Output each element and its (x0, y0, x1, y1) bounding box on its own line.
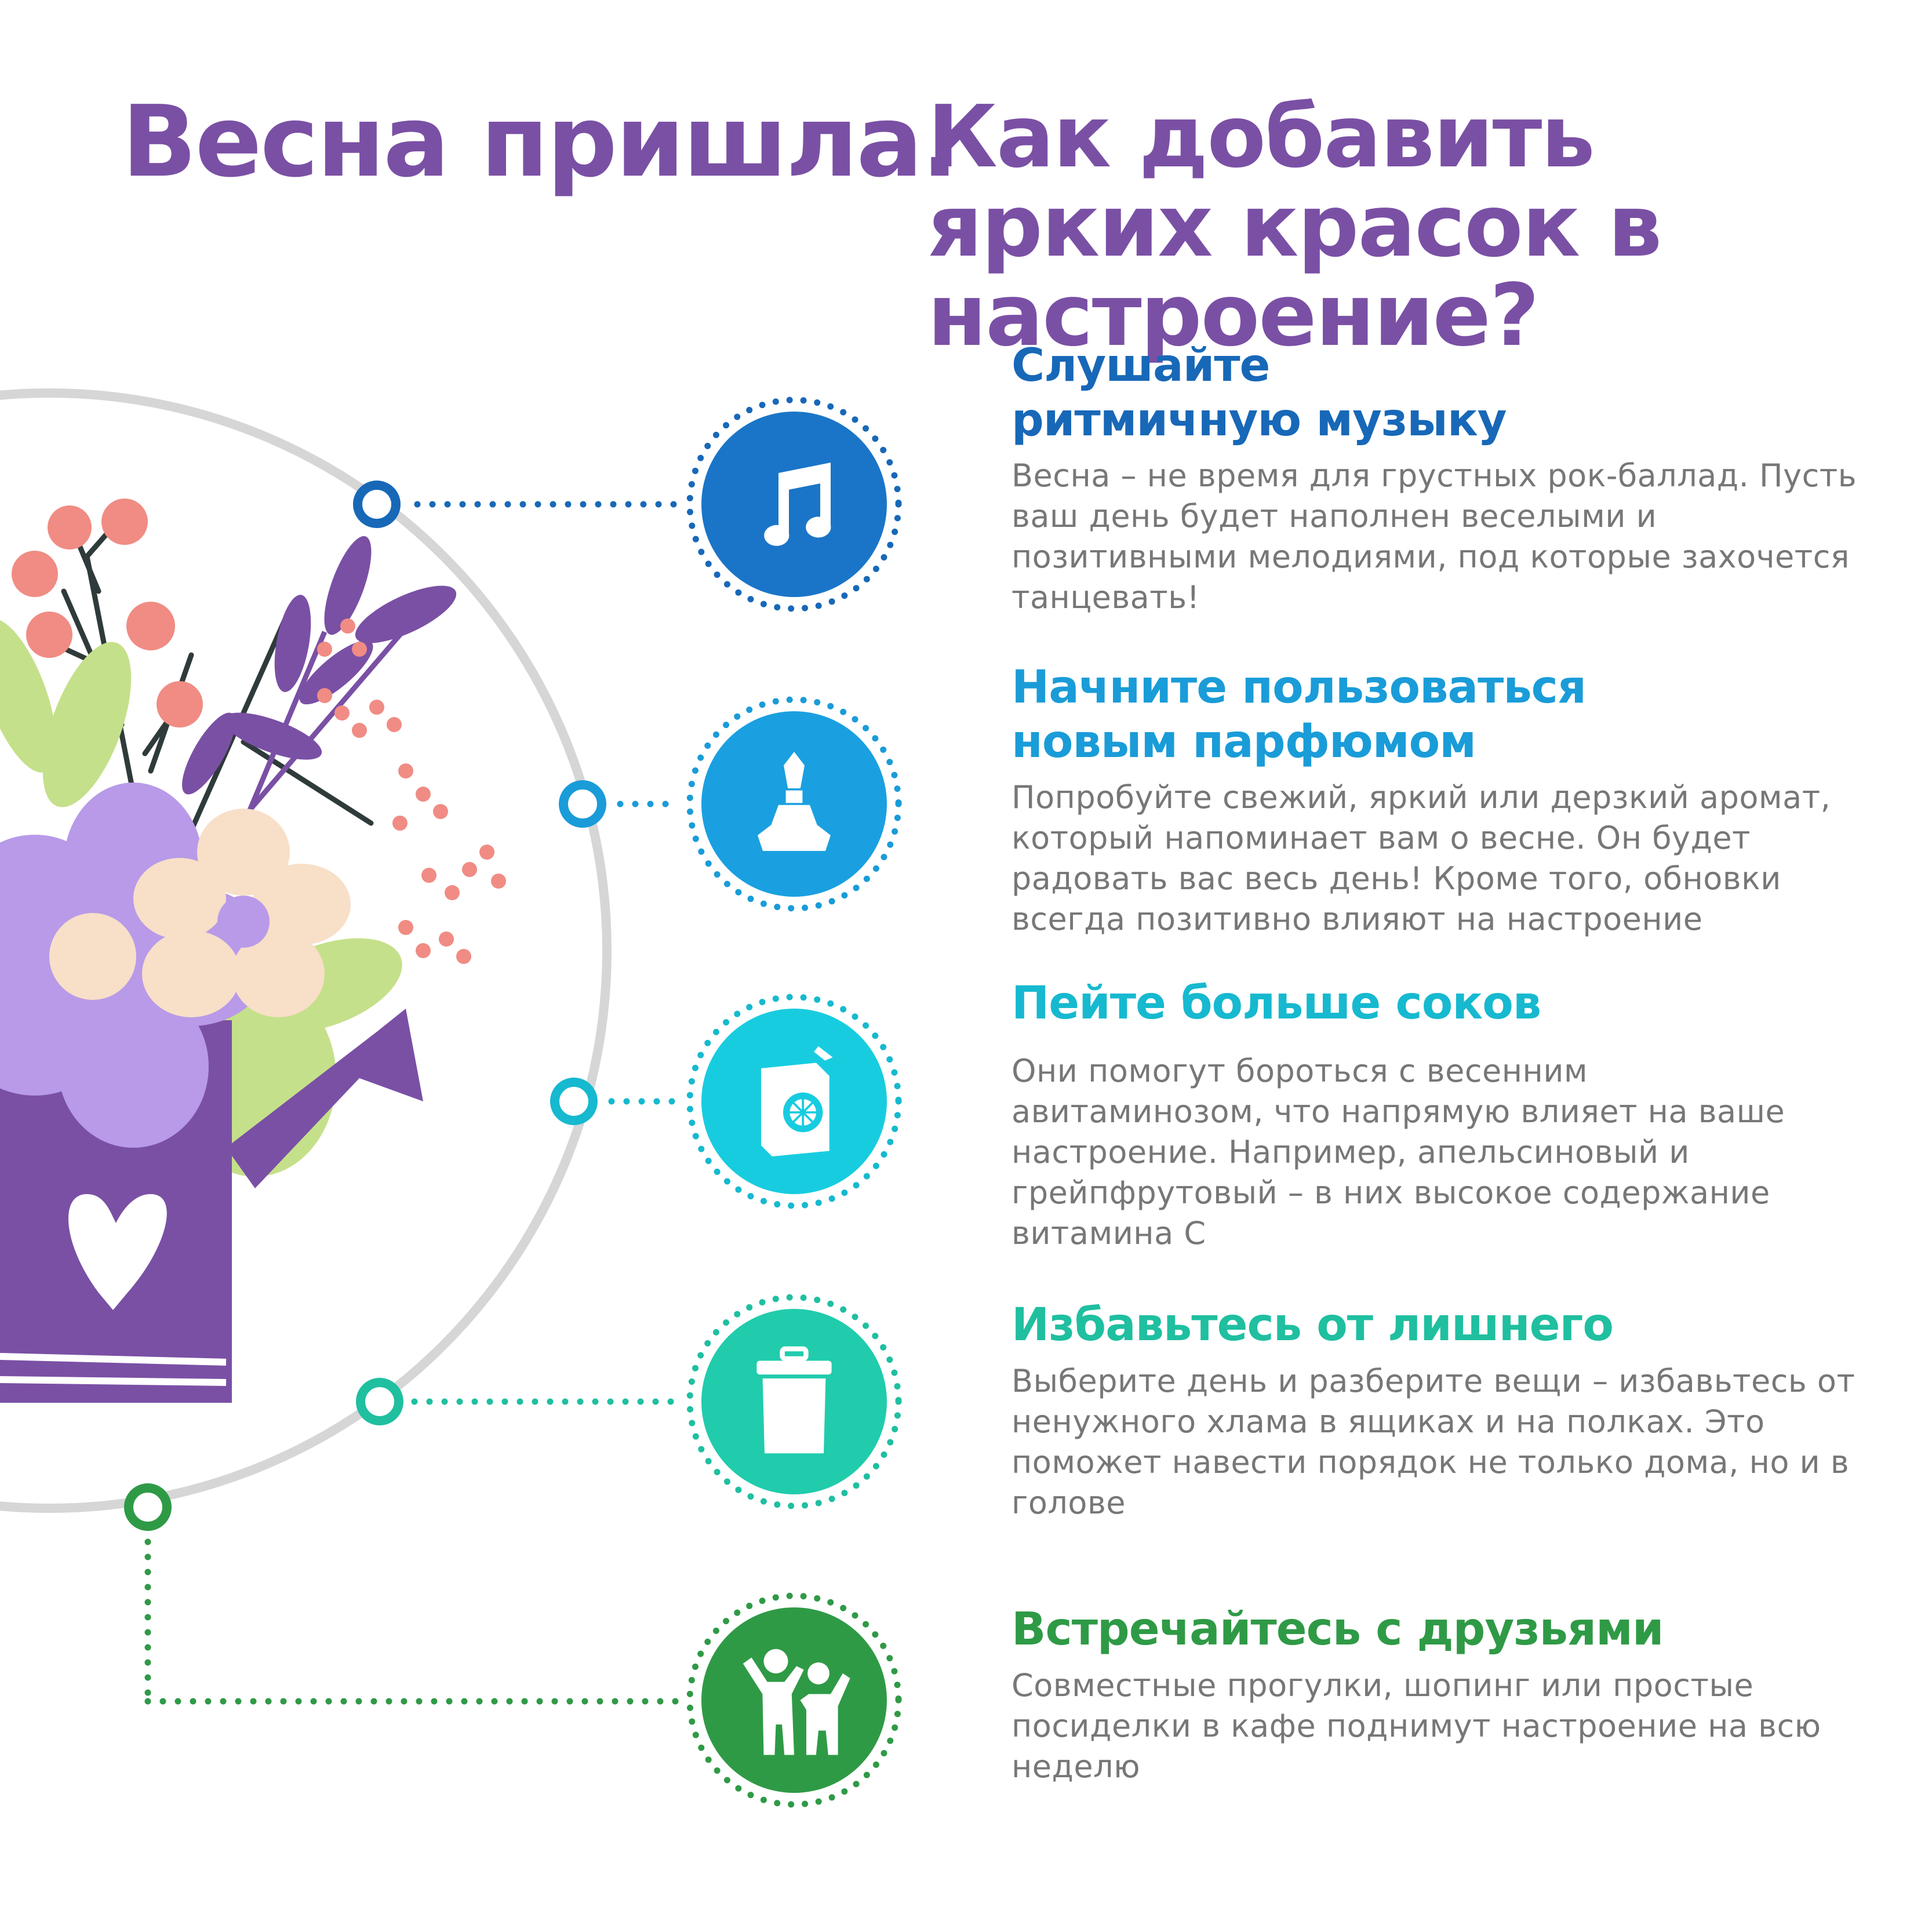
node-music (353, 481, 401, 528)
node-declutter (356, 1378, 403, 1425)
trash-bin-icon (756, 1346, 832, 1454)
item-title: Начните пользоваться новым парфюмом (1012, 661, 1587, 768)
item-title: Встречайтесь с друзьями (1012, 1603, 1664, 1656)
big-circle (0, 388, 612, 1513)
flower-bouquet (0, 499, 506, 1403)
declutter-icon-badge (681, 1289, 907, 1515)
page-title: Весна пришла. (122, 85, 959, 199)
connector-lines (144, 501, 682, 1705)
item-juice: Пейте больше соков Они помогут бороться … (1012, 977, 1932, 1254)
item-title: Пейте больше соков (1012, 977, 1541, 1029)
item-declutter: Избавьтесь от лишнего Выберите день и ра… (1012, 1298, 1932, 1523)
music-icon-badge (681, 391, 907, 617)
connector-nodes (124, 481, 606, 1531)
item-friends: Встречайтесь с друзьями Совместные прогу… (1012, 1603, 1932, 1787)
perfume-bottle-icon (758, 752, 831, 851)
friends-icon (743, 1649, 850, 1755)
juice-box-icon (761, 1046, 833, 1156)
music-note-icon (764, 463, 831, 546)
node-perfume (559, 780, 606, 828)
item-text: Весна – не время для грустных рок-баллад… (1012, 457, 1857, 616)
item-title: Избавьтесь от лишнего (1012, 1299, 1614, 1351)
item-music: Слушайте ритмичную музыку Весна – не вре… (1012, 339, 1864, 618)
item-title: Слушайте ритмичную музыку (1012, 340, 1507, 446)
item-text: Совместные прогулки, шопинг или простые … (1012, 1667, 1821, 1785)
item-text: Они помогут бороться с весенним авитамин… (1012, 1052, 1785, 1251)
item-perfume: Начните пользоваться новым парфюмом Попр… (1012, 661, 1869, 940)
item-text: Попробуйте свежий, яркий или дерзкий аро… (1012, 779, 1831, 938)
node-juice (550, 1078, 598, 1125)
juice-icon-badge (681, 988, 907, 1214)
page-subtitle: Как добавить ярких красок в настроение? (927, 87, 1662, 365)
friends-icon-badge (681, 1587, 907, 1813)
node-friends (124, 1483, 172, 1531)
perfume-icon-badge (681, 691, 907, 917)
item-text: Выберите день и разберите вещи – избавьт… (1012, 1362, 1855, 1521)
